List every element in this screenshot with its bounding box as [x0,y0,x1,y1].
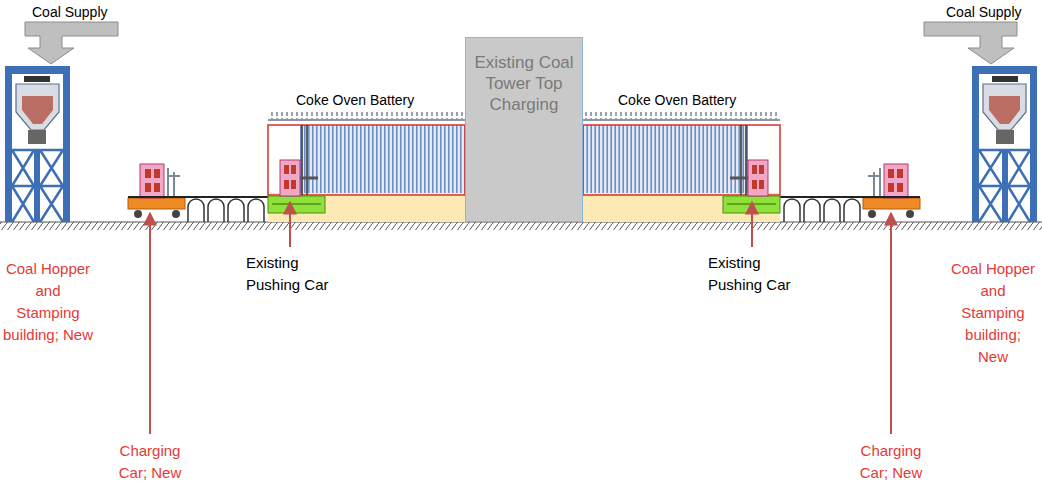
supply-label: Coal Supply [32,1,142,23]
equipment-label: Existing Pushing Car [708,252,808,296]
battery-heading: Coke Oven Battery [296,92,465,109]
new-item-label: Coal Hopper and Stamping building; New [948,258,1038,368]
leader-arrow [890,213,892,434]
leader-arrow [289,202,291,247]
battery-heading-node: Coke Oven Battery [583,90,780,222]
new-item-label: Charging Car; New [845,440,937,484]
battery-heading: Coke Oven Battery [618,92,780,109]
new-item-label: Charging Car; New [104,440,196,484]
ground-hatching [0,222,1042,230]
coke-oven-battery [268,112,465,222]
charging-car [780,164,920,222]
tower-text: Existing Coal Tower Top Charging [472,52,576,115]
new-item-label: Coal Hopper and Stamping building; New [2,258,94,346]
coke-oven-battery [583,112,780,222]
coal-hopper-building [5,22,118,222]
coal-hopper-building [924,22,1037,222]
leader-arrow [751,202,753,247]
leader-arrow [149,213,151,434]
battery-heading-node: Coke Oven Battery [268,90,465,222]
supply-label: Coal Supply [946,1,1038,23]
equipment-label: Existing Pushing Car [246,252,346,296]
coal-tower-box: Existing Coal Tower Top Charging [465,37,583,222]
